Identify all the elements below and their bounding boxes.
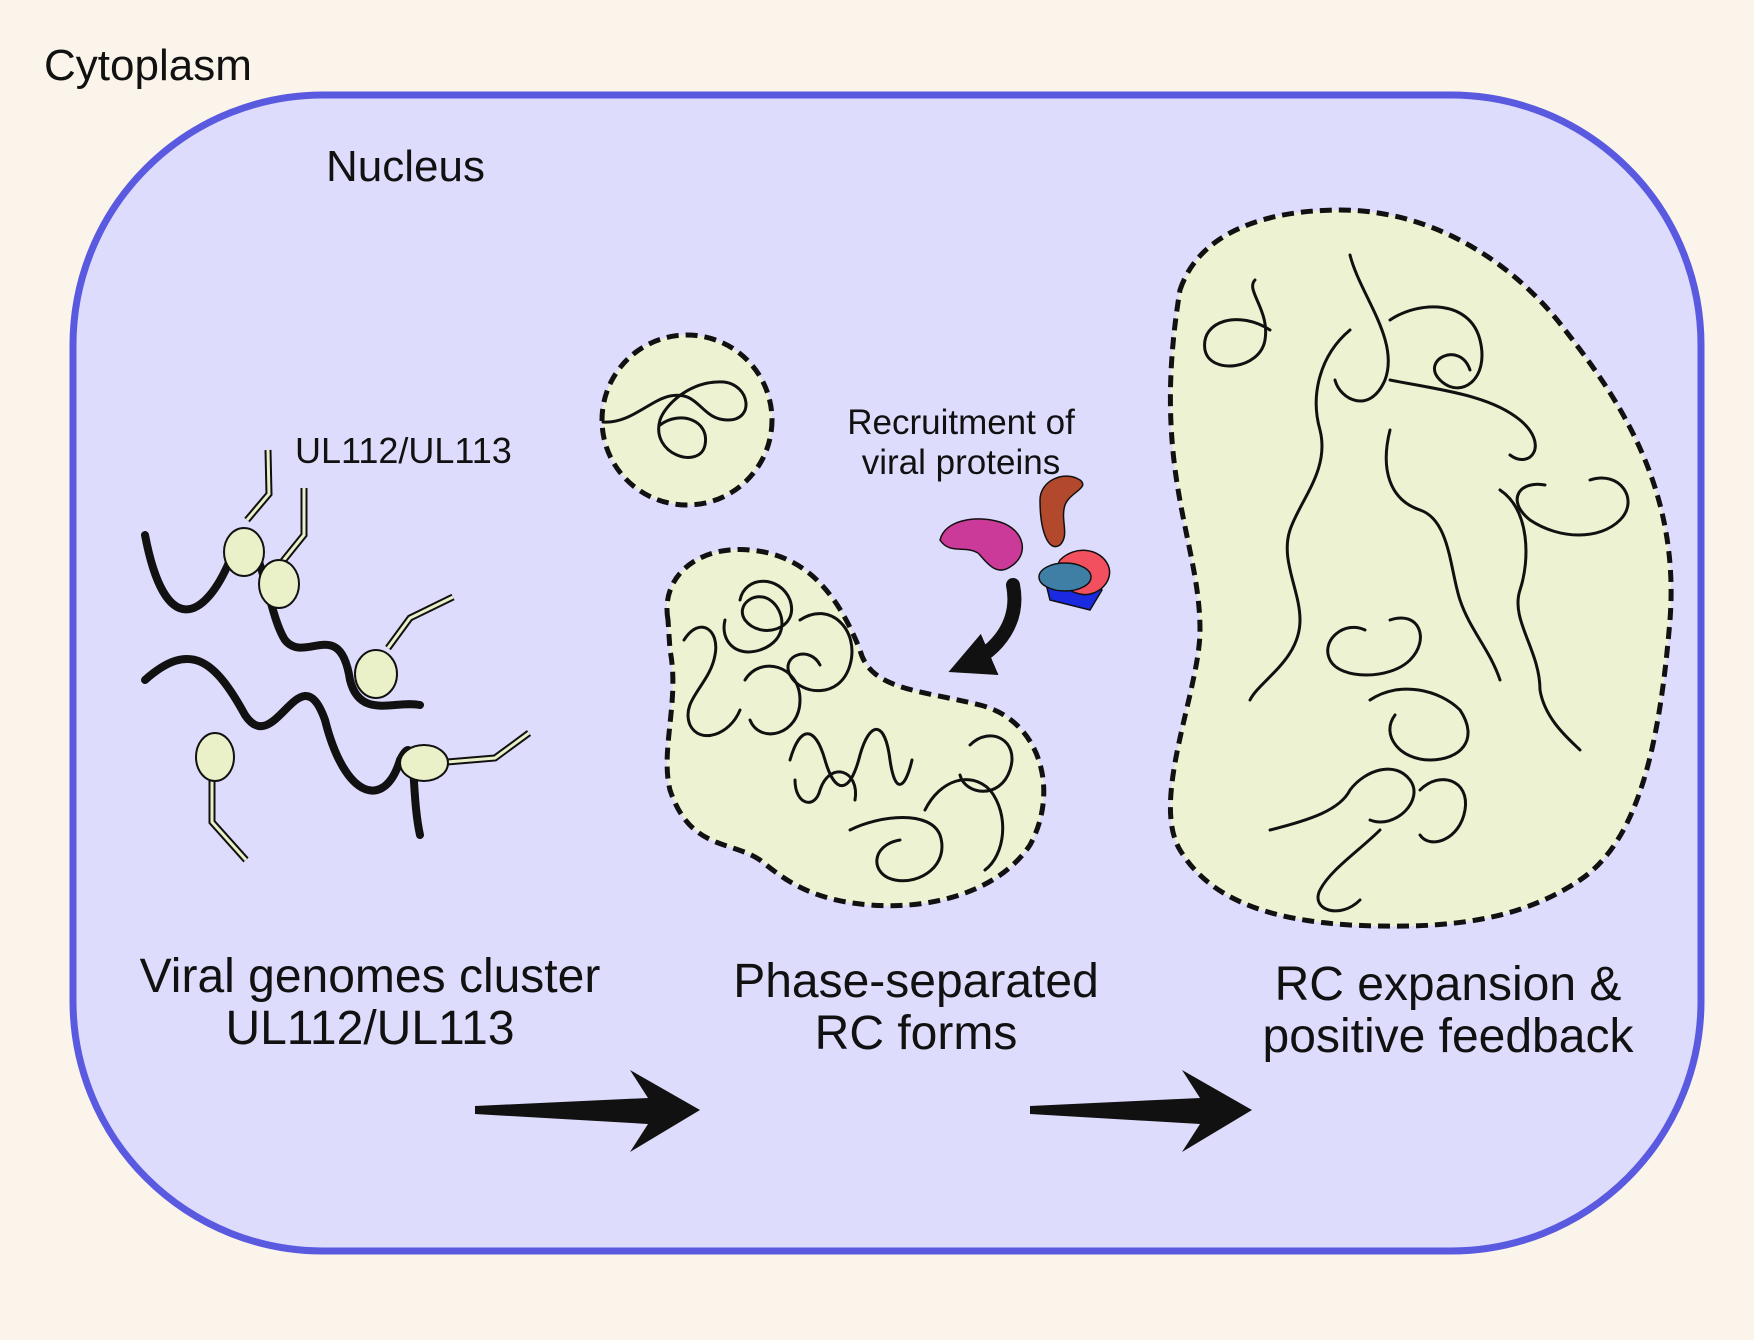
ul112-ul113-proteins	[195, 449, 532, 863]
small-condensate	[599, 332, 775, 508]
viral-genome-strand	[141, 531, 424, 710]
protein-molecule	[354, 593, 455, 699]
protein-molecule	[258, 488, 308, 609]
step3-caption-line2: positive feedback	[1263, 1010, 1635, 1063]
recruitment-label-line1: Recruitment of	[847, 403, 1075, 442]
curved-arrow-icon	[948, 578, 1022, 675]
protein-molecule	[195, 732, 249, 863]
phase-separated-condensate	[664, 546, 1047, 909]
step1-caption-line2: UL112/UL113	[225, 1002, 514, 1055]
cytoplasm-label: Cytoplasm	[44, 41, 252, 90]
expanded-dna-strands	[1203, 253, 1630, 913]
arrow-right-icon	[1030, 1070, 1252, 1152]
step2-caption-line2: RC forms	[815, 1007, 1018, 1060]
nucleus-label: Nucleus	[326, 142, 485, 191]
viral-proteins	[939, 475, 1111, 611]
protein-magenta-icon	[939, 518, 1024, 571]
protein-brown-icon	[1039, 475, 1084, 548]
arrow-right-icon	[475, 1070, 700, 1152]
condensate-dna	[601, 380, 748, 459]
step2-caption-line1: Phase-separated	[733, 955, 1099, 1008]
ul112-ul113-label: UL112/UL113	[295, 430, 512, 471]
step3-caption-line1: RC expansion &	[1275, 958, 1622, 1011]
step1-caption-line1: Viral genomes cluster	[140, 950, 601, 1003]
recruitment-label-line2: viral proteins	[862, 443, 1060, 482]
expanded-condensate	[1167, 207, 1674, 929]
protein-teal-icon	[1038, 562, 1092, 592]
condensate-dna-strands	[682, 579, 1014, 883]
protein-molecule	[223, 449, 273, 577]
viral-genomes-cluster: UL112/UL113	[141, 430, 532, 863]
protein-molecule	[399, 730, 532, 782]
